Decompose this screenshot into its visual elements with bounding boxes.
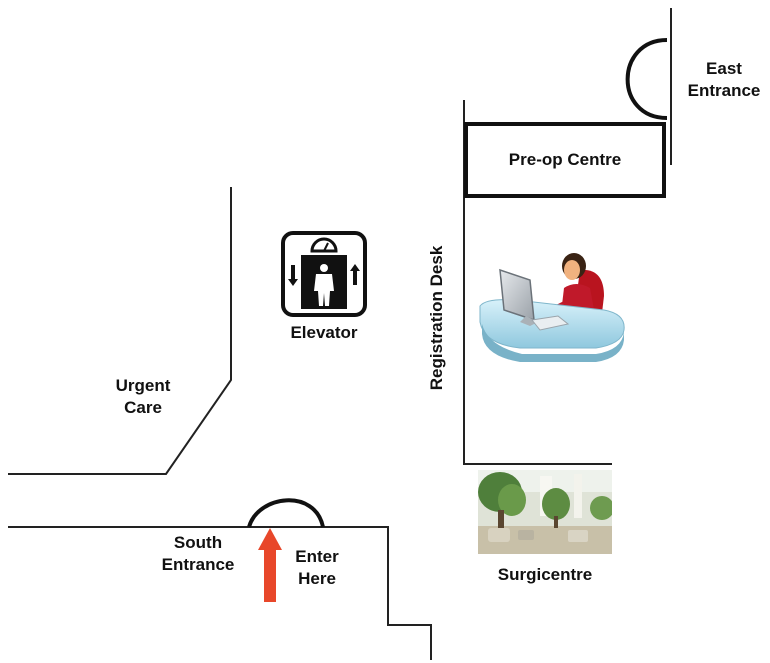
south-entrance-label: South Entrance: [150, 532, 246, 576]
elevator-icon: [281, 231, 367, 317]
east-entrance-label-line1: East: [706, 59, 742, 78]
east-entrance-label-line2: Entrance: [687, 81, 761, 100]
urgent-care-label-line1: Urgent: [115, 376, 171, 395]
south-entrance-label-line2: Entrance: [161, 555, 235, 574]
south-wall: [8, 526, 432, 660]
east-entrance-label: East Entrance: [678, 58, 770, 102]
receptionist-desk-icon: [479, 253, 625, 362]
urgent-care-wall: [8, 187, 232, 475]
enter-here-label-line1: Enter: [295, 547, 339, 566]
surgicentre-label: Surgicentre: [497, 565, 593, 584]
urgent-care-label: Urgent Care: [100, 375, 186, 419]
urgent-care-label-line2: Care: [124, 398, 162, 417]
enter-here-label-line2: Here: [298, 569, 336, 588]
preop-centre-box: [464, 122, 666, 198]
registration-wall: [463, 100, 612, 465]
south-door-arc: [247, 498, 325, 528]
preop-centre-label: Pre-op Centre: [508, 150, 622, 169]
up-arrow-icon: [258, 528, 282, 602]
south-entrance-label-line1: South: [173, 533, 223, 552]
enter-here-label: Enter Here: [282, 546, 352, 590]
east-door-arc: [625, 38, 668, 120]
elevator-label: Elevator: [290, 323, 358, 342]
registration-desk-label: Registration Desk: [427, 245, 446, 391]
surgicentre-lobby-photo: [478, 470, 612, 554]
